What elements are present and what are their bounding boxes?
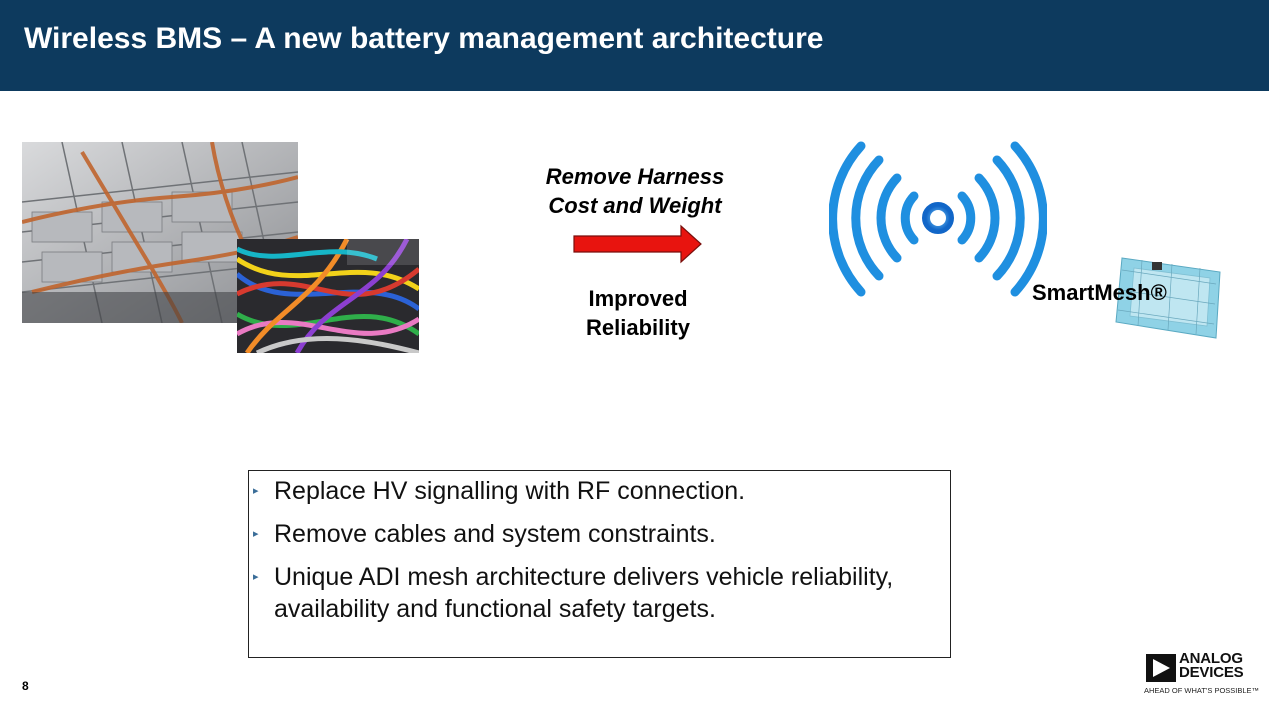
reliability-line-1: Improved [588, 286, 688, 311]
title-bar: Wireless BMS – A new battery management … [0, 0, 1269, 91]
harness-callout: Remove Harness Cost and Weight [520, 162, 750, 220]
cables-image [237, 239, 419, 353]
bullet-text: Replace HV signalling with RF connection… [274, 477, 746, 505]
bullet-text: Remove cables and system constraints. [274, 520, 716, 548]
logo-tagline: AHEAD OF WHAT'S POSSIBLE™ [1144, 686, 1260, 695]
harness-line-1: Remove Harness [545, 164, 725, 189]
right-arrow-icon [573, 224, 702, 264]
analog-devices-logo: ANALOG DEVICES AHEAD OF WHAT'S POSSIBLE™ [1144, 650, 1259, 698]
smartmesh-label: SmartMesh® [1032, 280, 1167, 305]
slide-title: Wireless BMS – A new battery management … [24, 22, 824, 55]
bullet-item: ▸ Replace HV signalling with RF connecti… [249, 475, 924, 507]
wireless-signal-icon [829, 141, 1047, 297]
logo-line-1: ANALOG [1179, 650, 1243, 667]
bullet-triangle-icon: ▸ [253, 485, 259, 497]
logo-wordmark: ANALOG DEVICES [1179, 650, 1244, 681]
smartmesh-chip-image [1115, 257, 1221, 339]
reliability-line-2: Reliability [586, 315, 690, 340]
page-number: 8 [22, 679, 29, 693]
bullet-list: ▸ Replace HV signalling with RF connecti… [249, 475, 924, 636]
bullet-text: Unique ADI mesh architecture delivers ve… [274, 563, 894, 623]
bullet-triangle-icon: ▸ [253, 528, 259, 540]
bullet-item: ▸ Remove cables and system constraints. [249, 518, 924, 550]
bullet-triangle-icon: ▸ [253, 571, 259, 583]
bullet-item: ▸ Unique ADI mesh architecture delivers … [249, 561, 924, 625]
logo-line-2: DEVICES [1179, 664, 1244, 681]
bullet-list-box: ▸ Replace HV signalling with RF connecti… [248, 470, 951, 658]
analog-devices-logo-icon [1146, 654, 1176, 682]
harness-line-2: Cost and Weight [548, 193, 722, 218]
reliability-callout: Improved Reliability [560, 284, 716, 342]
